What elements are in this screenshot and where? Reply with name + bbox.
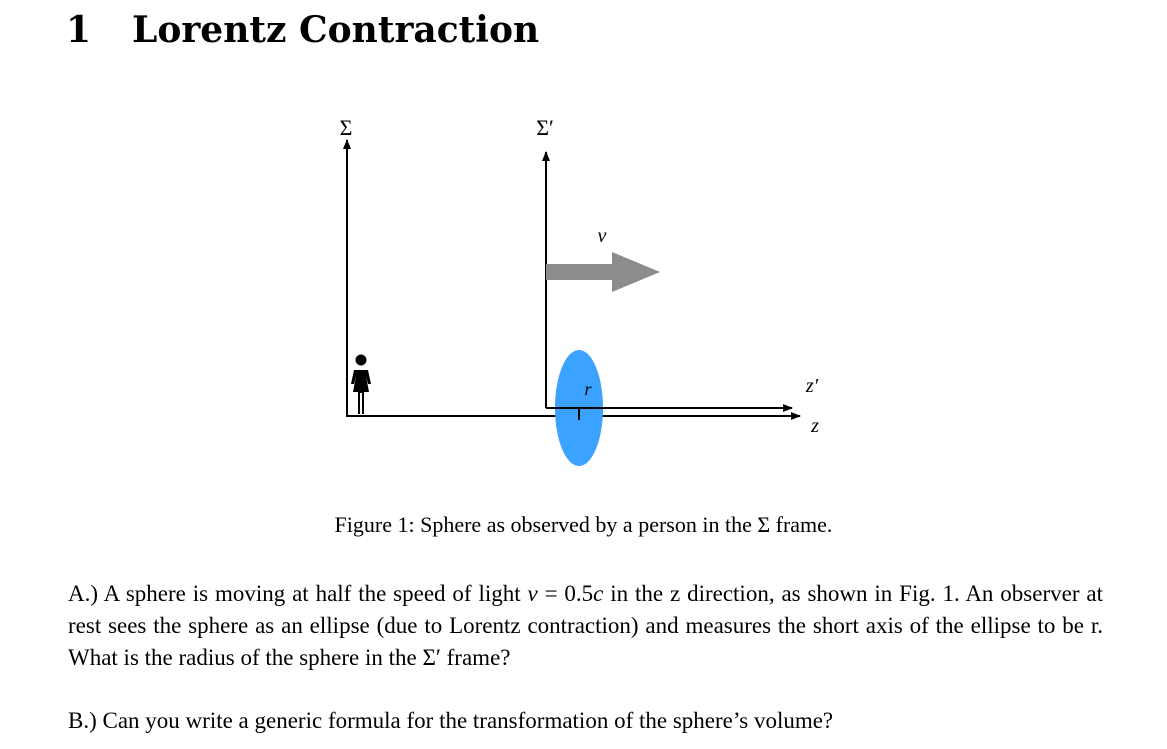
sigma-prime-frame-label: Σ′ xyxy=(536,115,554,140)
question-a: A.) A sphere is moving at half the speed… xyxy=(68,578,1103,674)
section-number: 1 xyxy=(66,9,92,51)
radius-label: r xyxy=(584,379,592,399)
z-prime-axis-label: z′ xyxy=(805,375,819,397)
figure-caption: Figure 1: Sphere as observed by a person… xyxy=(334,512,833,537)
question-b: B.) Can you write a generic formula for … xyxy=(68,708,834,733)
question-a-text-2: in the z direction, as shown in Fig. 1. … xyxy=(68,581,1103,670)
section-heading: 1 Lorentz Contraction xyxy=(66,8,539,52)
question-a-text-1: A.) A sphere is moving at half the speed… xyxy=(68,581,528,606)
observer-person-icon xyxy=(351,354,371,414)
sigma-frame-label: Σ xyxy=(340,115,353,140)
velocity-arrow xyxy=(546,252,660,292)
section-title: Lorentz Contraction xyxy=(132,9,540,51)
velocity-symbol: v xyxy=(527,581,538,606)
z-axis-label: z xyxy=(810,415,819,437)
question-a-equals: = 0.5 xyxy=(537,581,594,606)
light-speed-symbol: c xyxy=(593,581,604,606)
velocity-label: v xyxy=(598,225,607,247)
